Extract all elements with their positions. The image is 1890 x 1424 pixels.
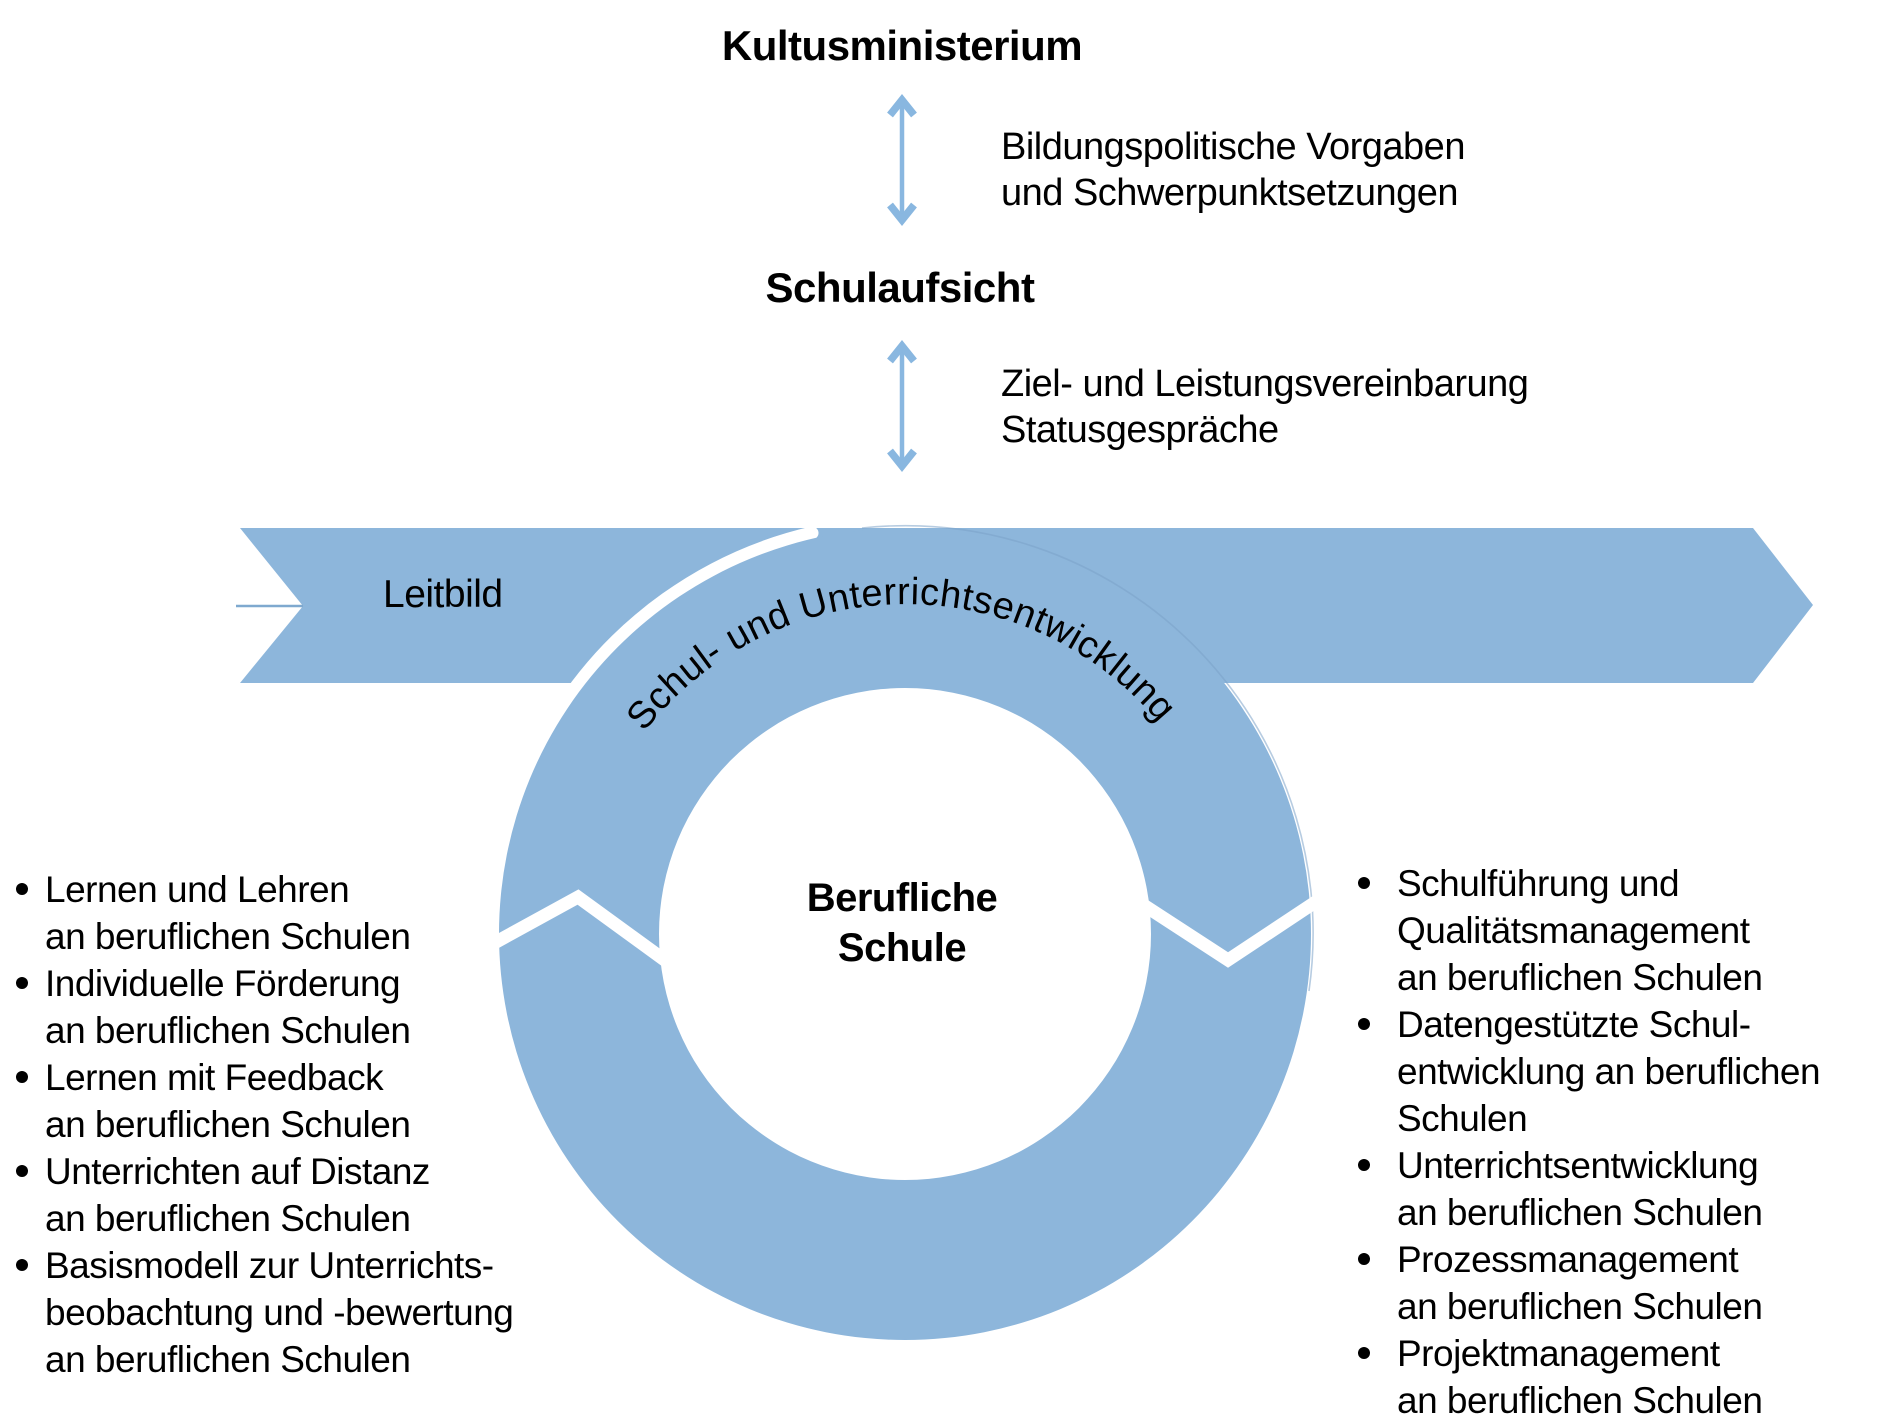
list-item-text: Basismodell zur Unterrichts- beobachtung… (45, 1245, 514, 1380)
list-item-text: Lernen und Lehren an beruflichen Schulen (45, 869, 411, 957)
supervision-arrow-label: Ziel- und Leistungsvereinbarung Statusge… (1001, 363, 1529, 451)
list-item-text: Unterrichten auf Distanz an beruflichen … (45, 1151, 430, 1239)
list-item-text: Projektmanagement an beruflichen Schulen (1397, 1333, 1763, 1421)
cycle-notch-right (1135, 893, 1324, 968)
bullet-dot (1358, 1159, 1370, 1171)
list-item: Prozessmanagement an beruflichen Schulen (1358, 1236, 1890, 1330)
list-item-text: Schulführung und Qualitätsmanagement an … (1397, 863, 1763, 998)
bullet-dot (1358, 1018, 1370, 1030)
list-item: Lernen mit Feedback an beruflichen Schul… (16, 1054, 576, 1148)
bullet-dot (16, 1071, 28, 1083)
list-item: Basismodell zur Unterrichts- beobachtung… (16, 1242, 576, 1383)
list-item: Individuelle Förderung an beruflichen Sc… (16, 960, 576, 1054)
arrow-ministry-supervision (887, 93, 917, 227)
bullet-dot (1358, 1347, 1370, 1359)
list-item: Unterrichten auf Distanz an beruflichen … (16, 1148, 576, 1242)
development-cycle-ring (499, 528, 1311, 1340)
list-item: Projektmanagement an beruflichen Schulen (1358, 1330, 1890, 1424)
list-item-text: Datengestützte Schul- entwicklung an ber… (1397, 1004, 1821, 1139)
bullet-dot (16, 977, 28, 989)
ministry-arrow-label: Bildungspolitische Vorgaben und Schwerpu… (1001, 126, 1465, 214)
list-item-text: Individuelle Förderung an beruflichen Sc… (45, 963, 411, 1051)
left-topic-list: Lernen und Lehren an beruflichen Schulen… (16, 866, 576, 1383)
list-item-text: Prozessmanagement an beruflichen Schulen (1397, 1239, 1763, 1327)
supervision-title: Schulaufsicht (765, 264, 1035, 311)
cycle-center-label: Berufliche Schule (806, 876, 998, 970)
cycle-notch-left (483, 889, 674, 970)
list-item: Lernen und Lehren an beruflichen Schulen (16, 866, 576, 960)
ring-band-gap (549, 526, 819, 723)
ring-outer-edge-line (861, 524, 1314, 992)
list-item: Datengestützte Schul- entwicklung an ber… (1358, 1001, 1890, 1142)
bullet-dot (16, 1165, 28, 1177)
leitbild-label: Leitbild (383, 573, 503, 616)
arrow-supervision-school (887, 339, 917, 473)
bullet-dot (1358, 877, 1370, 889)
list-item: Unterrichtsentwicklung an beruflichen Sc… (1358, 1142, 1890, 1236)
bullet-dot (16, 883, 28, 895)
right-topic-list: Schulführung und Qualitätsmanagement an … (1358, 860, 1890, 1424)
list-item-text: Lernen mit Feedback an beruflichen Schul… (45, 1057, 411, 1145)
bullet-dot (1358, 1253, 1370, 1265)
list-item: Schulführung und Qualitätsmanagement an … (1358, 860, 1890, 1001)
ministry-title: Kultusministerium (721, 22, 1083, 69)
bullet-dot (16, 1259, 28, 1271)
list-item-text: Unterrichtsentwicklung an beruflichen Sc… (1397, 1145, 1763, 1233)
